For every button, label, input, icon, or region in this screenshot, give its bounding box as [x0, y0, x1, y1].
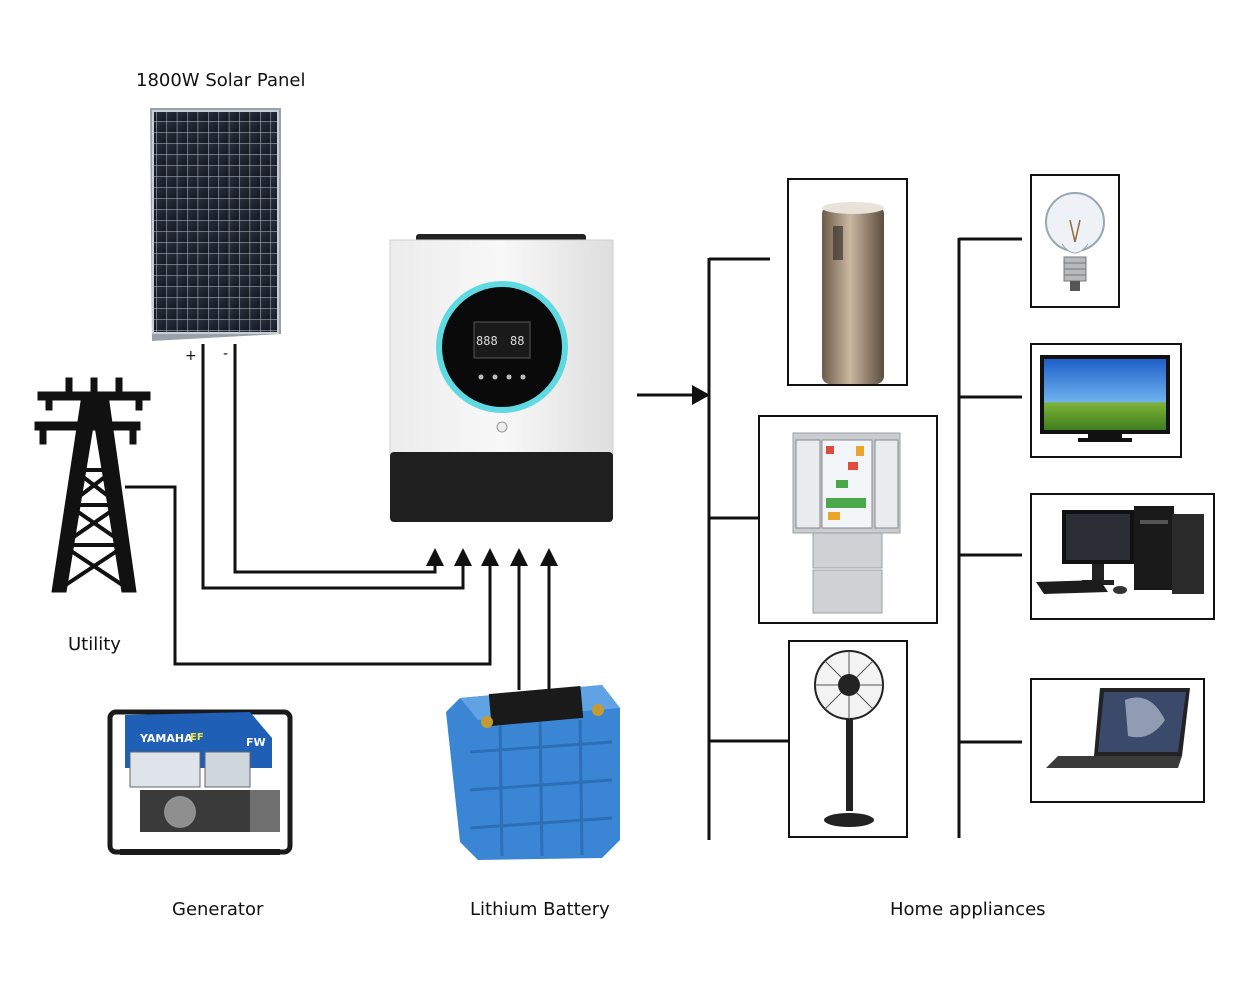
- positive-terminal-label: +: [185, 348, 197, 364]
- generator-brand-name: YAMAHA: [139, 732, 193, 745]
- solar-panel-label: 1800W Solar Panel: [136, 70, 306, 91]
- arrow-battery-2: [540, 548, 558, 566]
- inverter-readout-left: 888: [476, 334, 498, 348]
- appliances-label: Home appliances: [890, 899, 1046, 920]
- air-conditioner-icon: [822, 202, 884, 384]
- hybrid-inverter: 888 88: [389, 234, 614, 522]
- standing-fan-icon: [814, 650, 884, 827]
- laptop-icon: [1046, 688, 1190, 768]
- battery-label: Lithium Battery: [470, 899, 610, 920]
- light-bulb-icon: [1045, 192, 1105, 291]
- generator-badge: FW: [246, 736, 266, 749]
- refrigerator-icon: [792, 432, 901, 614]
- arrow-output: [692, 385, 710, 405]
- arrow-solar-positive: [454, 548, 472, 566]
- utility-tower-icon: [34, 377, 151, 593]
- solar-panel: [150, 108, 281, 341]
- utility-wire: [125, 485, 492, 666]
- solar-positive-wire: [201, 344, 465, 590]
- generator-label: Generator: [172, 899, 264, 920]
- lithium-battery-icon: [446, 685, 620, 860]
- arrowheads: [426, 385, 710, 566]
- television-icon: [1040, 355, 1170, 442]
- arrow-solar-negative: [426, 548, 444, 566]
- inverter-readout-right: 88: [510, 334, 524, 348]
- generator-model: EF: [190, 732, 204, 743]
- generator-icon: YAMAHA EF FW: [107, 709, 293, 855]
- arrow-utility: [481, 548, 499, 566]
- utility-label: Utility: [68, 634, 121, 655]
- arrow-battery-1: [510, 548, 528, 566]
- negative-terminal-label: -: [223, 346, 229, 362]
- desktop-computer-icon: [1036, 506, 1204, 594]
